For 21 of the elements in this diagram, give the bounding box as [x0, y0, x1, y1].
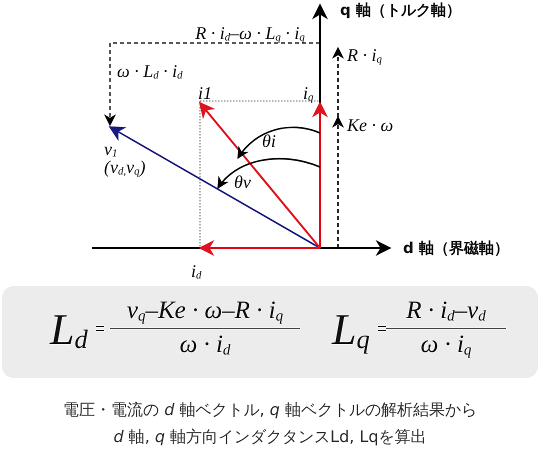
axis-label: q 軸（トルク軸） — [340, 3, 461, 18]
vector-label: i$_{q}$ — [303, 84, 314, 104]
fraction-numerator: R · i$_{d}$–v$_{d}$ — [405, 298, 487, 324]
axis-label: d 軸（界磁軸） — [403, 241, 509, 256]
vector-label: i$_{d}$ — [191, 262, 202, 282]
vector-label: i1 — [198, 84, 212, 102]
caption: 電圧・電流の d 軸ベクトル, q 軸ベクトルの解析結果から d 軸, q 軸方向インダクタンスLd, Lqを算出 — [62, 399, 478, 448]
fraction-numerator: v$_{q}$–Ke · ω–R · i$_{q}$ — [126, 298, 284, 324]
vector-label: θi — [262, 132, 276, 150]
inductance-symbol: L$_{q}$ — [332, 308, 370, 352]
vector-label: (v$_{d,}$v$_{q}$) — [104, 158, 146, 178]
vector-label: θv — [234, 173, 251, 191]
formula-box — [2, 286, 538, 378]
vector-label: R · i$_{d}$–ω · L$_{q}$ · i$_{q}$ — [195, 24, 305, 44]
vector-label: v$_{1}$ — [104, 140, 118, 160]
vector-label: ω · L$_{d}$ · i$_{d}$ — [117, 62, 183, 82]
fraction-denominator: ω · i$_{d}$ — [178, 332, 232, 358]
inductance-symbol: L$_{d}$ — [50, 308, 88, 352]
vector-label: Ke · ω — [347, 116, 394, 134]
vector-label: R · i$_{q}$ — [347, 46, 382, 66]
fraction-denominator: ω · i$_{q}$ — [420, 332, 472, 358]
